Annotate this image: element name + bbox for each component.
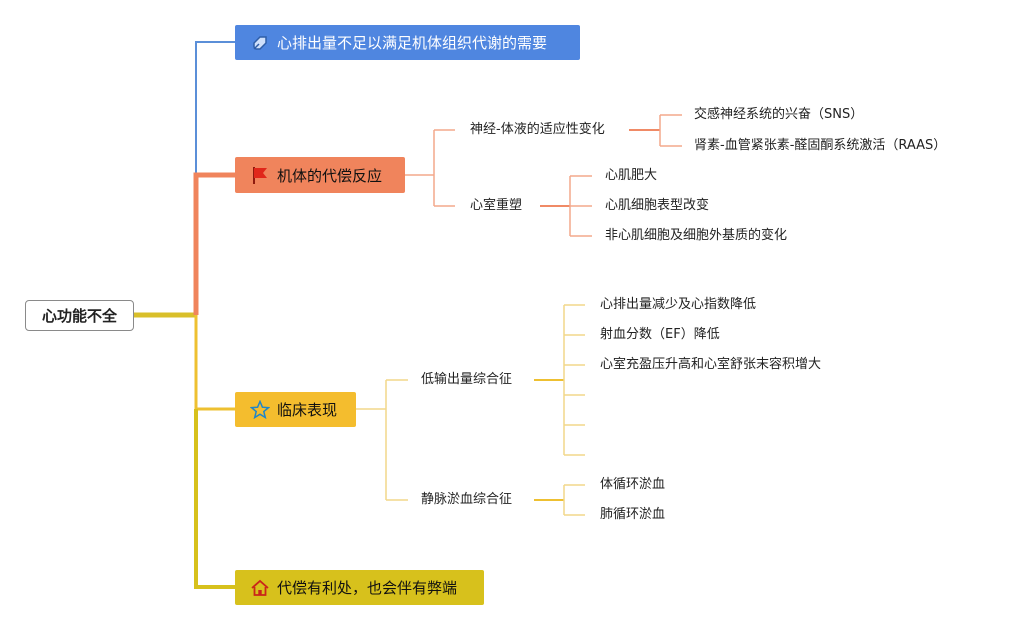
branch-label: 心排出量不足以满足机体组织代谢的需要 [277, 34, 548, 52]
topic-hypertrophy[interactable]: 心肌肥大 [605, 168, 658, 183]
flag-icon [249, 164, 271, 186]
branch-node-compensation[interactable]: 机体的代偿反应 [235, 157, 405, 193]
topic-ejection-fraction[interactable]: 射血分数（EF）降低 [600, 327, 720, 342]
branch-node-clinical[interactable]: 临床表现 [235, 392, 356, 427]
branch-node-tradeoff[interactable]: 代偿有利处，也会伴有弊端 [235, 570, 484, 605]
branch3-connector [194, 315, 235, 411]
rocket-icon [249, 32, 271, 54]
star-icon [249, 399, 271, 421]
branch-label: 临床表现 [277, 401, 338, 419]
branch4-connector [194, 409, 235, 589]
branch2-connector [193, 172, 235, 315]
branch-label: 机体的代偿反应 [277, 166, 383, 185]
topic-pulmonary-congestion[interactable]: 肺循环淤血 [600, 507, 666, 522]
topic-cardiac-index[interactable]: 心排出量减少及心指数降低 [600, 297, 757, 312]
branch-node-demand[interactable]: 心排出量不足以满足机体组织代谢的需要 [235, 25, 580, 60]
topic-remodeling[interactable]: 心室重塑 [470, 198, 523, 213]
topic-sns[interactable]: 交感神经系统的兴奋（SNS） [694, 107, 864, 122]
topic-neurohumoral[interactable]: 神经-体液的适应性变化 [470, 122, 605, 137]
root-label: 心功能不全 [41, 307, 117, 325]
topic-raas[interactable]: 肾素-血管紧张素-醛固酮系统激活（RAAS） [694, 138, 947, 153]
topic-filling-pressure[interactable]: 心室充盈压升高和心室舒张末容积增大 [600, 357, 822, 372]
branch-label: 代偿有利处，也会伴有弊端 [277, 579, 458, 597]
topic-phenotype[interactable]: 心肌细胞表型改变 [605, 198, 710, 213]
root-node[interactable]: 心功能不全 [25, 300, 134, 331]
topic-venous-congestion[interactable]: 静脉淤血综合征 [421, 492, 513, 507]
topic-systemic-congestion[interactable]: 体循环淤血 [600, 477, 666, 492]
branch1-connector [195, 41, 235, 175]
topic-matrix[interactable]: 非心肌细胞及细胞外基质的变化 [605, 228, 788, 243]
topic-low-output[interactable]: 低输出量综合征 [421, 372, 513, 387]
house-icon [249, 577, 271, 599]
